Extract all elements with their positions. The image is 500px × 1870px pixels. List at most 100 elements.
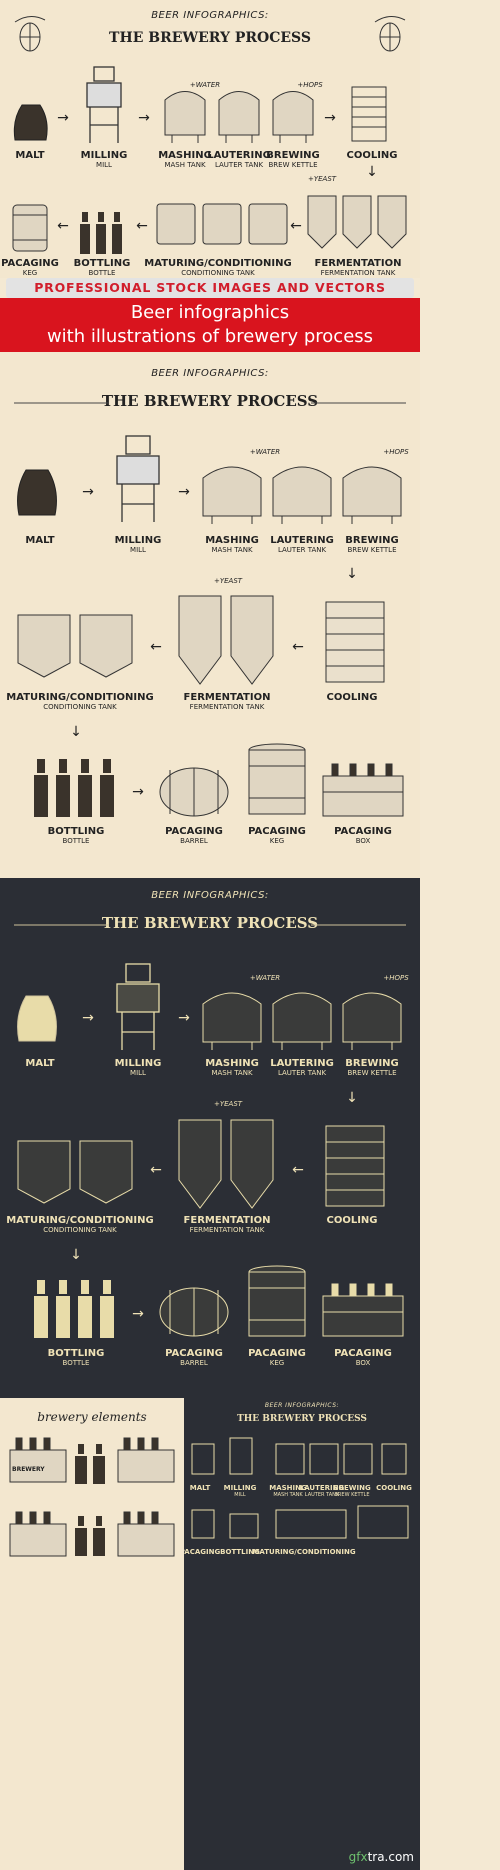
fermentation-tanks-icon	[178, 1119, 274, 1209]
malt-sack-icon	[17, 469, 57, 516]
label-malt: MALT	[25, 535, 55, 546]
label-cooling: COOLING	[326, 692, 378, 703]
mash-tank-icon	[202, 466, 262, 524]
title-line-1: Beer infographics	[130, 302, 290, 323]
arrow-left: ←	[136, 218, 148, 234]
header-small: BEER INFOGRAPHICS:	[151, 368, 269, 379]
malt-sack-icon	[17, 995, 57, 1042]
tag-hops: +HOPS	[297, 81, 323, 89]
arrow-right: →	[132, 1306, 144, 1322]
arrow-right: →	[178, 1010, 190, 1026]
panel-top: BEER INFOGRAPHICS: THE BREWERY PROCESS M…	[0, 0, 420, 278]
lauter-tank-icon	[272, 992, 332, 1050]
brew-kettle-icon	[272, 91, 314, 143]
wheat-divider-icon	[14, 402, 406, 404]
arrow-right: →	[178, 484, 190, 500]
label-maturing: MATURING/CONDITIONING	[252, 1548, 356, 1556]
brew-kettle-icon	[342, 992, 402, 1050]
arrow-right: →	[132, 784, 144, 800]
arrow-down: ↓	[346, 566, 358, 582]
wheat-divider-icon	[14, 924, 406, 926]
malt-sack-icon	[13, 104, 48, 141]
tag-hops: +HOPS	[383, 448, 409, 456]
mill-icon	[116, 435, 160, 522]
label-malt: MALT	[189, 1484, 211, 1492]
elements-title: brewery elements	[37, 1410, 147, 1424]
crate-icon	[9, 1511, 67, 1557]
tag-hops: +HOPS	[383, 974, 409, 982]
title-line-2: with illustrations of brewery process	[46, 326, 374, 347]
tag-yeast: +YEAST	[307, 175, 337, 183]
mash-tank-icon	[164, 91, 206, 143]
fermentation-tanks-icon	[307, 195, 407, 249]
label-malt: MALT	[15, 150, 45, 161]
crate-label: BREWERY	[12, 1466, 45, 1473]
label-cooling: COOLING	[326, 1215, 378, 1226]
keg-icon	[248, 1265, 306, 1337]
hop-icon	[14, 16, 46, 52]
hop-icon	[374, 16, 406, 52]
arrow-right: →	[138, 110, 150, 126]
header-small: BEER INFOGRAPHICS:	[264, 1402, 340, 1409]
crate-icon	[117, 1437, 175, 1483]
arrow-right: →	[82, 484, 94, 500]
conditioning-tanks-icon	[156, 203, 288, 245]
arrow-right: →	[324, 110, 336, 126]
arrow-down: ↓	[346, 1090, 358, 1106]
crate-icon	[322, 763, 404, 817]
tag-yeast: +YEAST	[213, 1100, 243, 1108]
cooler-icon	[325, 601, 385, 683]
arrow-left: ←	[150, 639, 162, 655]
arrow-right: →	[82, 1010, 94, 1026]
label-cooling: COOLING	[346, 150, 398, 161]
title-banner: Beer infographics with illustrations of …	[0, 298, 420, 352]
crate-icon	[322, 1283, 404, 1337]
tag-water: +WATER	[249, 974, 281, 982]
label-pacaging-keg: PACAGING	[184, 1548, 221, 1556]
arrow-down: ↓	[70, 724, 82, 740]
lauter-tank-icon	[272, 466, 332, 524]
cooler-icon	[325, 1125, 385, 1207]
panel-mini-process: BEER INFOGRAPHICS: THE BREWERY PROCESS M…	[184, 1398, 420, 1870]
watermark: gfxtra.com	[348, 1850, 414, 1864]
header-title: THE BREWERY PROCESS	[109, 30, 311, 46]
tag-yeast: +YEAST	[213, 577, 243, 585]
arrow-left: ←	[150, 1162, 162, 1178]
arrow-down: ↓	[366, 164, 378, 180]
crate-icon	[117, 1511, 175, 1557]
brew-kettle-icon	[342, 466, 402, 524]
label-bottling: BOTTLING	[220, 1548, 260, 1556]
header-small: BEER INFOGRAPHICS:	[151, 890, 269, 901]
bottles-icon	[34, 1280, 114, 1338]
panel-elements: brewery elements BREWERY	[0, 1398, 184, 1870]
panel-dark: BEER INFOGRAPHICS: THE BREWERY PROCESS M…	[0, 878, 420, 1398]
arrow-left: ←	[292, 639, 304, 655]
bottle-icon	[75, 1516, 105, 1556]
label-cooling: COOLING	[376, 1484, 412, 1492]
mill-icon	[86, 66, 122, 143]
tag-water: +WATER	[189, 81, 221, 89]
